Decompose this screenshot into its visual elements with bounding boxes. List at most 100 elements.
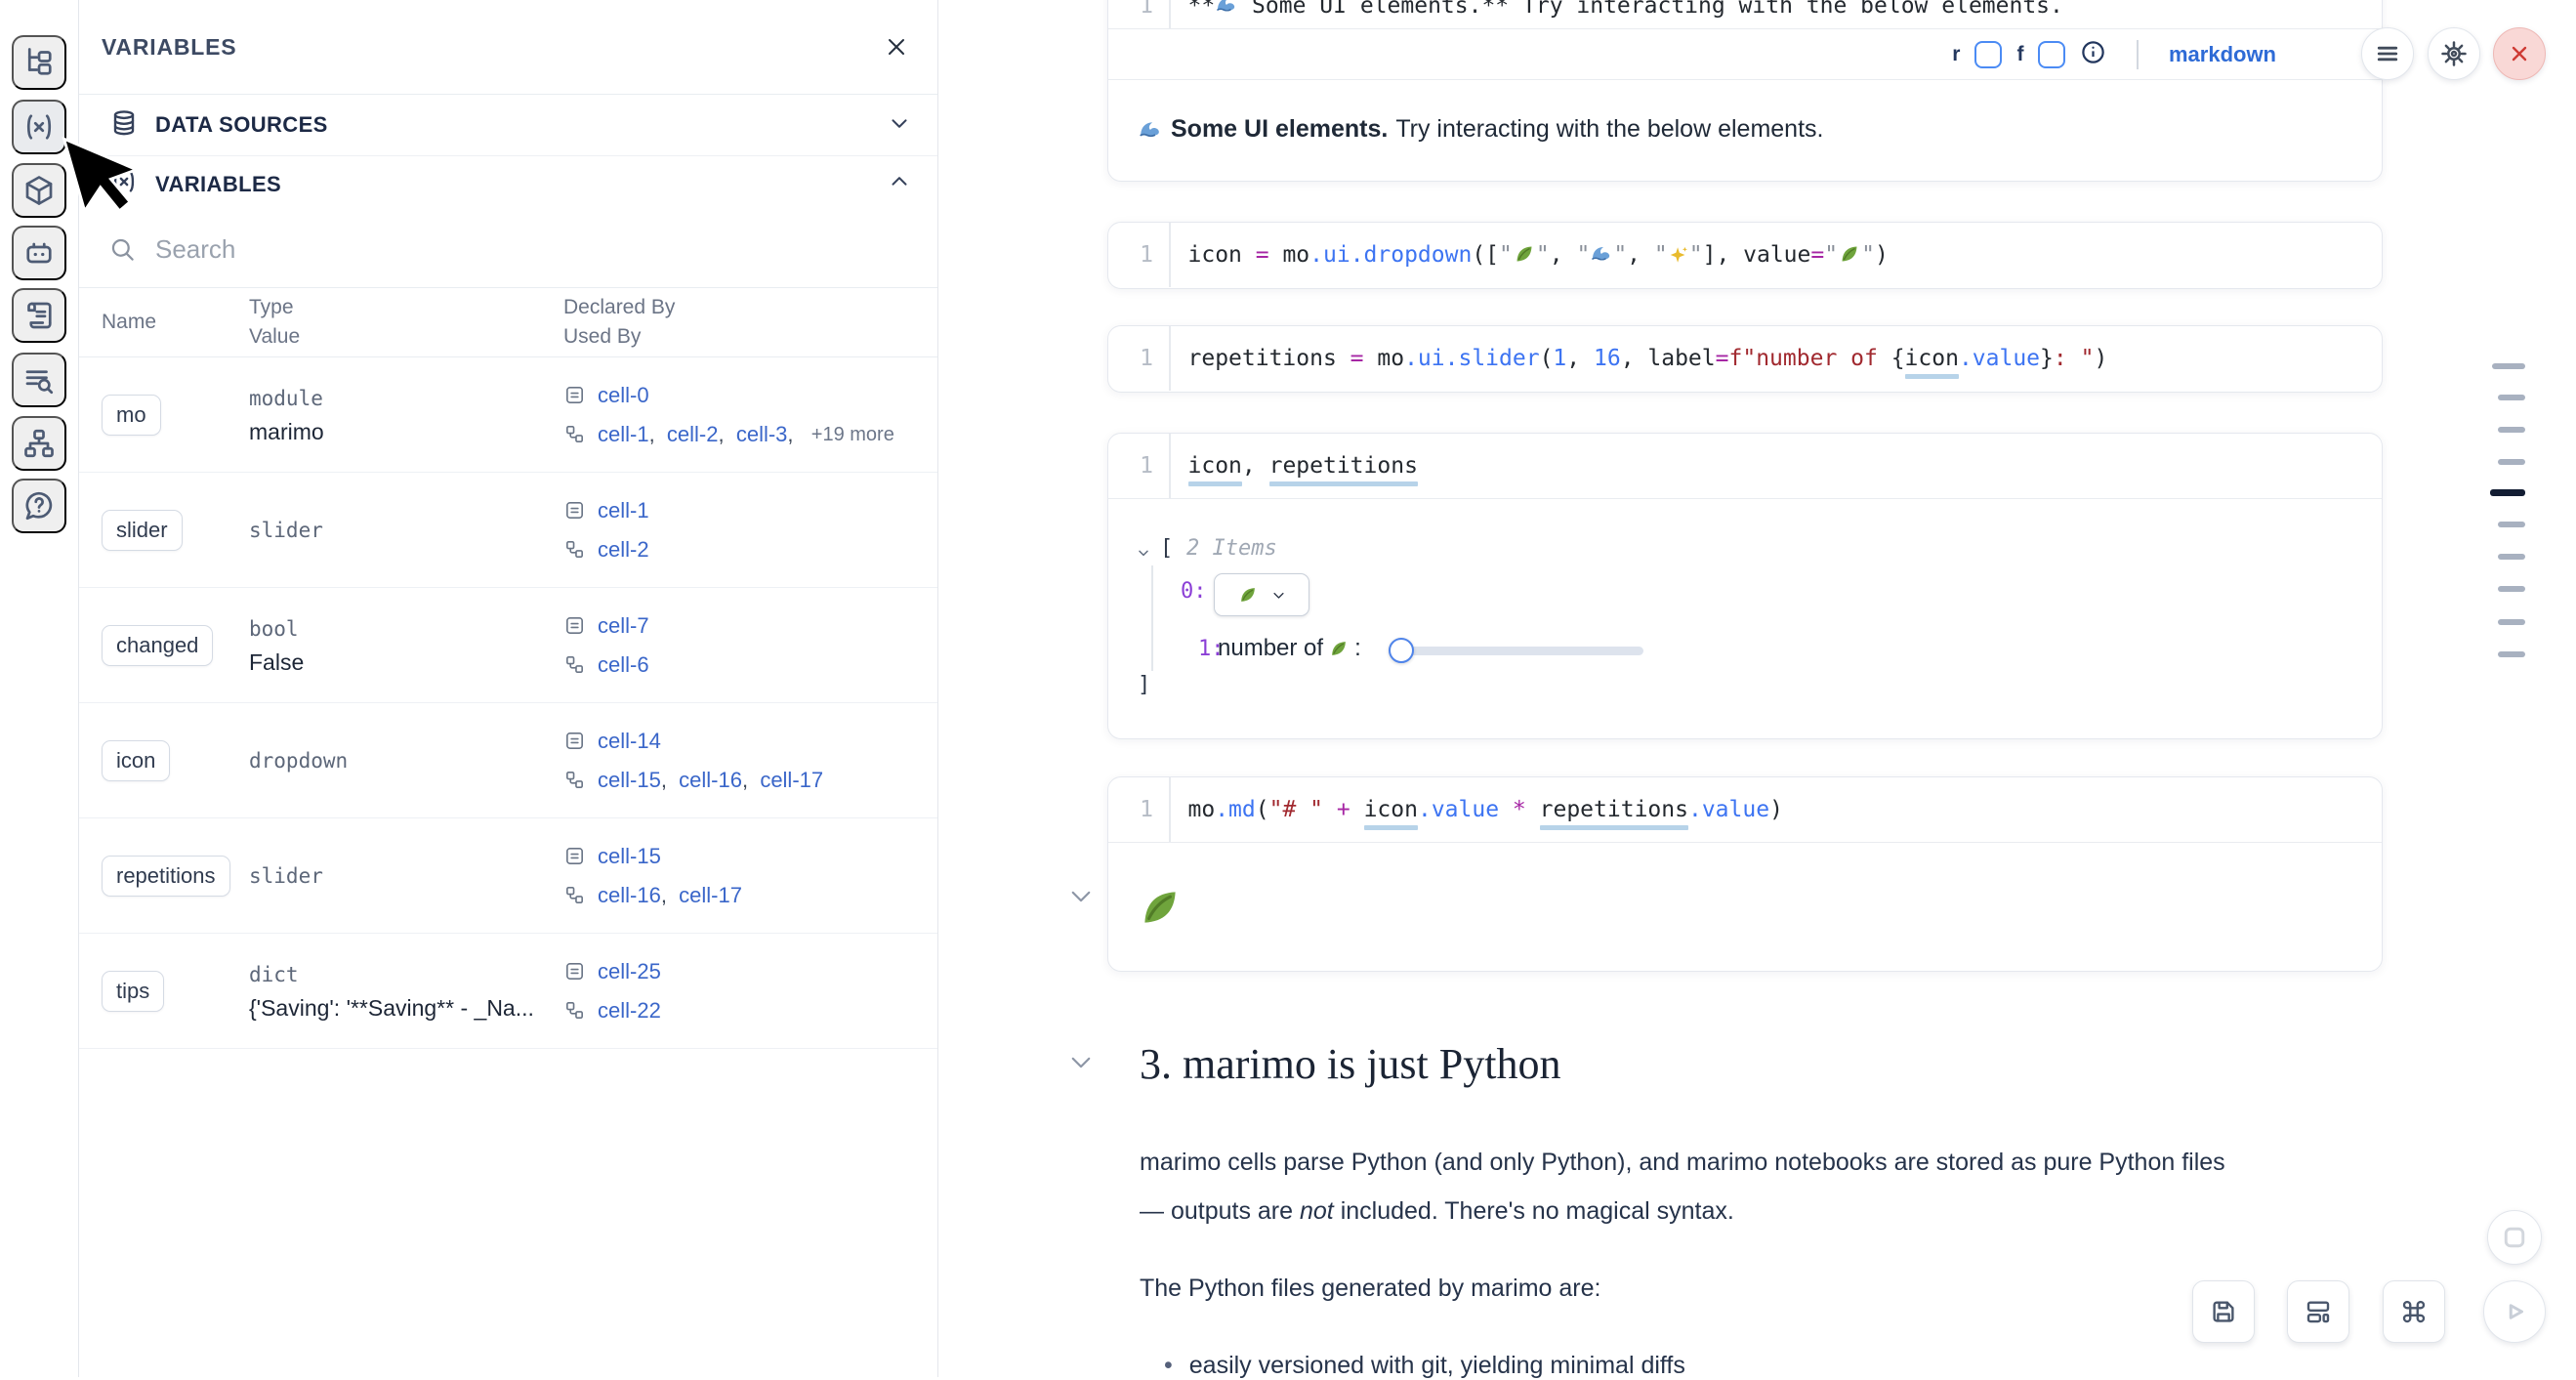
notebook-menu-button[interactable] (2361, 27, 2414, 80)
minimap-cell-marker[interactable] (2492, 363, 2525, 369)
layout-icon (2306, 1301, 2330, 1323)
used-by-link[interactable]: cell-1 (598, 421, 649, 446)
cell-editor[interactable]: 1 mo.md("# " + icon.value * repetitions.… (1108, 777, 2382, 842)
used-by-link[interactable]: cell-16 (598, 882, 661, 907)
section-data-sources[interactable]: DATA SOURCES (79, 95, 937, 156)
list-item-text: easily versioned with git, yielding mini… (1188, 1352, 1685, 1379)
declared-by-link[interactable]: cell-1 (598, 497, 649, 523)
declared-by-link[interactable]: cell-7 (598, 612, 649, 638)
output-collapse-chevron[interactable] (1070, 890, 1092, 906)
search-input[interactable] (155, 234, 914, 265)
minimap-cell-marker[interactable] (2498, 459, 2525, 465)
variable-name-badge[interactable]: repetitions (102, 855, 230, 897)
minimap-cell-marker[interactable] (2498, 554, 2525, 560)
cell-editor[interactable]: 1 icon, repetitions (1108, 434, 2382, 498)
section-collapse-chevron[interactable] (1070, 1056, 1092, 1072)
minimap-cell-marker[interactable] (2498, 619, 2525, 625)
declared-by-link[interactable]: cell-25 (598, 958, 661, 983)
code-line[interactable]: mo.md("# " + icon.value * repetitions.va… (1187, 797, 1783, 822)
used-by-links: cell-2 (598, 530, 649, 569)
used-by-link[interactable]: cell-17 (760, 767, 824, 792)
minimap-cell-marker[interactable] (2498, 427, 2525, 433)
header-used-by: Used By (563, 325, 642, 348)
used-by-link[interactable]: cell-6 (598, 651, 649, 677)
code-line[interactable]: icon, repetitions (1187, 453, 1418, 479)
wave-emoji (1592, 247, 1610, 261)
code-line[interactable]: icon = mo.ui.dropdown(["", "", ""], valu… (1187, 242, 1889, 268)
toggle-f-checkbox[interactable] (2038, 40, 2066, 68)
cell-slider-code[interactable]: 1 repetitions = mo.ui.slider(1, 16, labe… (1107, 325, 2383, 393)
cell-tuple-code[interactable]: 1 icon, repetitions [ 2 Items 0: 1: numb… (1107, 433, 2383, 739)
header-value: Value (249, 325, 301, 348)
info-icon[interactable] (2080, 39, 2106, 70)
variable-type: bool (249, 616, 299, 641)
panel-close-button[interactable] (885, 35, 908, 59)
sidebar-item-variables[interactable] (12, 100, 66, 154)
used-by-link[interactable]: cell-2 (666, 421, 719, 446)
settings-button[interactable] (2428, 27, 2480, 80)
sidebar-item-logs[interactable] (12, 353, 66, 407)
used-by-link[interactable]: cell-2 (598, 536, 649, 562)
app-view-toggle-button[interactable] (2487, 1210, 2542, 1265)
code-line[interactable]: repetitions = mo.ui.slider(1, 16, label=… (1187, 346, 2108, 371)
minimap-cell-marker[interactable] (2498, 522, 2525, 527)
used-by-link[interactable]: cell-15 (598, 767, 661, 792)
square-icon (2504, 1227, 2525, 1248)
sidebar-item-snippets[interactable] (12, 288, 66, 343)
cell-dropdown-code[interactable]: 1 icon = mo.ui.dropdown(["", "", ""], va… (1107, 222, 2383, 289)
used-by-more[interactable]: +19 more (810, 423, 894, 445)
run-button[interactable] (2483, 1280, 2546, 1343)
table-row: icon dropdown cell-14 cell-15, cell-16, … (79, 703, 937, 818)
sidebar-item-ai-assistant[interactable] (12, 226, 66, 280)
header-type: Type (249, 296, 294, 318)
cell-icon (566, 963, 583, 980)
used-by-link[interactable]: cell-3 (735, 421, 788, 446)
variable-name-badge[interactable]: changed (102, 624, 214, 666)
cell-markdown-intro[interactable]: 1 ** Some UI elements.** Try interacting… (1107, 0, 2383, 182)
tree-collapse-icon[interactable] (1136, 542, 1151, 566)
used-by-link[interactable]: cell-16 (679, 767, 742, 792)
graph-icon (566, 772, 583, 788)
header-name: Name (102, 311, 157, 333)
used-by-links: cell-16, cell-17 (598, 876, 742, 915)
section-variables[interactable]: VARIABLES (79, 156, 937, 212)
sidebar-item-dependency-graph[interactable] (12, 416, 66, 471)
declared-by-link[interactable]: cell-14 (598, 728, 661, 753)
cell-editor[interactable]: 1 repetitions = mo.ui.slider(1, 16, labe… (1108, 326, 2382, 391)
slider-thumb[interactable] (1389, 638, 1414, 663)
declared-by-link[interactable]: cell-15 (598, 843, 661, 868)
layout-select-button[interactable] (2287, 1280, 2349, 1343)
minimap-cell-marker[interactable] (2498, 395, 2525, 400)
minimap-cell-marker-active[interactable] (2490, 489, 2525, 496)
keyboard-shortcuts-button[interactable] (2383, 1280, 2445, 1343)
toggle-r-checkbox[interactable] (1974, 40, 2003, 68)
variable-name-badge[interactable]: tips (102, 970, 165, 1012)
icon-dropdown-select[interactable] (1214, 573, 1309, 616)
sidebar-item-packages[interactable] (12, 163, 66, 218)
save-button[interactable] (2192, 1280, 2255, 1343)
graph-icon (566, 1002, 583, 1019)
panel-title: VARIABLES (102, 33, 237, 60)
minimap-cell-marker[interactable] (2498, 586, 2525, 592)
variable-name-badge[interactable]: slider (102, 509, 183, 551)
cell-editor[interactable]: 1 icon = mo.ui.dropdown(["", "", ""], va… (1108, 223, 2382, 287)
declared-by-link[interactable]: cell-0 (598, 382, 649, 407)
cell-editor[interactable]: 1 ** Some UI elements.** Try interacting… (1108, 0, 2382, 28)
sidebar-item-file-tree[interactable] (12, 35, 66, 90)
variable-name-badge[interactable]: icon (102, 739, 171, 781)
variable-type: module (249, 386, 323, 410)
scroll-icon (27, 302, 52, 329)
sidebar-item-help[interactable] (12, 479, 66, 533)
variable-name-badge[interactable]: mo (102, 394, 161, 436)
line-number: 1 (1140, 242, 1153, 268)
cell-md-code[interactable]: 1 mo.md("# " + icon.value * repetitions.… (1107, 776, 2383, 972)
slider-track[interactable] (1401, 647, 1643, 655)
gutter-divider (1169, 0, 1171, 28)
minimap-cell-marker[interactable] (2498, 651, 2525, 657)
language-badge[interactable]: markdown (2168, 41, 2276, 66)
shutdown-button[interactable] (2493, 27, 2546, 80)
used-by-link[interactable]: cell-17 (679, 882, 742, 907)
used-by-link[interactable]: cell-22 (598, 997, 661, 1023)
code-line[interactable]: ** Some UI elements.** Try interacting w… (1171, 0, 2063, 19)
command-icon (2402, 1300, 2426, 1323)
